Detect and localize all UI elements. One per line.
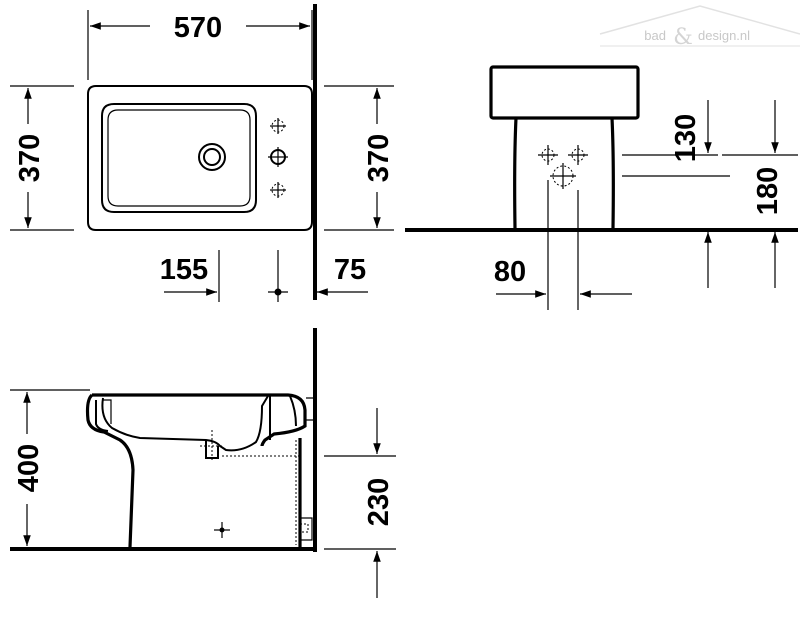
waste-outlet-icon [198,143,226,171]
dimension-80: 80 [494,256,526,288]
dimension-130: 130 [670,114,702,162]
top-view-bowl-outer [101,103,257,213]
side-view: 400 230 [10,328,396,598]
front-view: 130 180 80 [405,65,798,310]
tap-hole-icon [270,118,286,134]
top-view-bowl-inner [107,109,251,207]
tap-hole-icon [268,147,288,167]
dimension-370-right: 370 [363,134,395,182]
dimension-75: 75 [334,254,366,286]
tap-hole-icon [538,145,558,165]
dimension-400: 400 [13,444,45,492]
watermark-ampersand: & [673,25,693,50]
dimension-180: 180 [752,167,784,215]
waste-outlet-icon [550,163,576,189]
dimension-155: 155 [160,254,208,286]
front-view-pedestal [513,117,615,229]
watermark-logo: bad & design.nl [599,5,800,50]
dimension-230: 230 [363,478,395,526]
top-view-rim [87,85,313,231]
watermark-text-right: design.nl [698,28,750,43]
dimension-570: 570 [174,12,222,44]
fixing-point-icon [268,288,288,296]
top-view: 570 370 370 155 75 [10,4,395,302]
tap-hole-icon [568,145,588,165]
side-view-body [85,393,307,548]
watermark-text-left: bad [644,28,666,43]
fixing-point-icon [214,522,230,538]
tap-hole-icon [270,182,286,198]
side-view-bowl-inner [101,395,269,452]
dimension-370-left: 370 [14,134,46,182]
front-view-bowl [489,65,640,120]
